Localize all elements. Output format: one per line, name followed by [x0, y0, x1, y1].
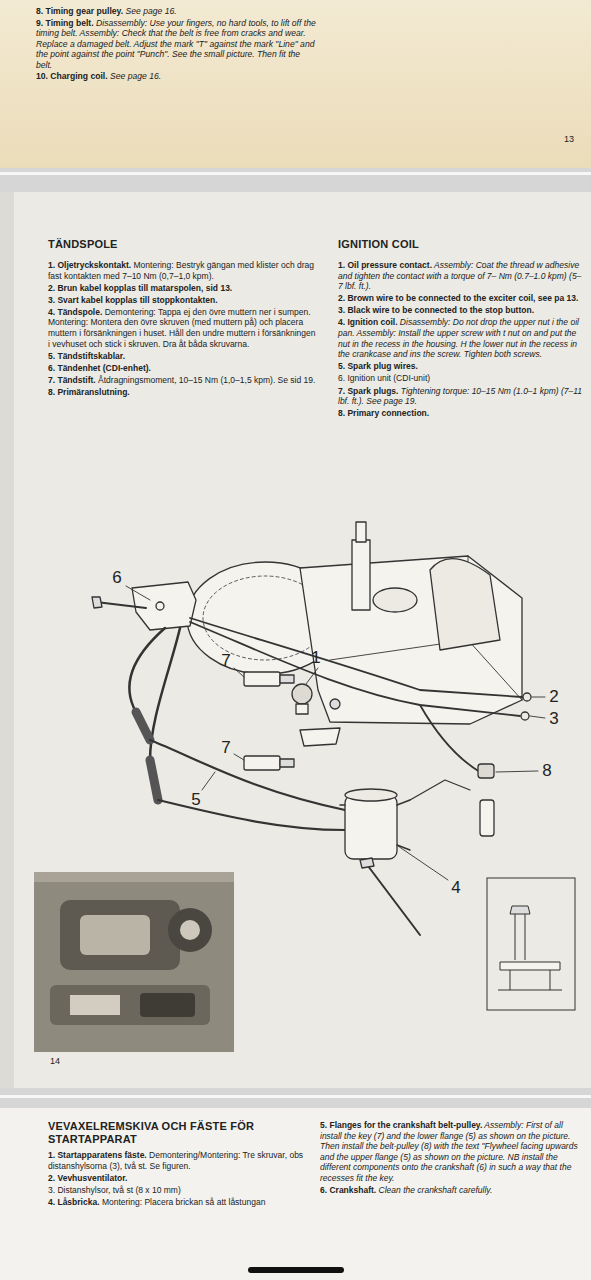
- text-column: 8. Timing gear pulley. See page 16. 9. Ti…: [36, 6, 318, 83]
- manual-item: 3. Svart kabel kopplas till stoppkontakt…: [48, 295, 316, 306]
- section-heading: VEVAXELREMSKIVA OCH FÄSTE FÖR STARTAPPAR…: [48, 1120, 310, 1146]
- section-heading: IGNITION COIL: [338, 238, 586, 251]
- manual-item: 5. Spark plug wires.: [338, 361, 586, 372]
- text-column: IGNITION COIL: [338, 238, 586, 253]
- text-column: 5. Flanges for the crankshaft belt-pulle…: [320, 1120, 584, 1197]
- manual-item: 4. Ignition coil. Disassembly: Do not dr…: [338, 317, 586, 359]
- manual-item: 7. Tändstift. Åtdragningsmoment, 10–15 N…: [48, 375, 316, 386]
- page-gap: [0, 168, 591, 192]
- manual-item: 3. Black wire to be connected to the sto…: [338, 305, 586, 316]
- inset-detail: [487, 878, 575, 1010]
- manual-item: 6. Crankshaft. Clean the crankshaft care…: [320, 1185, 584, 1196]
- callout-number: 3: [549, 710, 558, 728]
- text-column: 1. Oil pressure contact. Assembly: Coat …: [338, 260, 586, 420]
- callout-number: 4: [451, 879, 460, 897]
- manual-item: 8. Primary connection.: [338, 408, 586, 419]
- callout-number: 7: [221, 739, 230, 757]
- text-column: 1. Oljetryckskontakt. Montering: Bestryk…: [48, 260, 316, 399]
- callout-number: 8: [542, 762, 551, 780]
- text-column: 1. Startapparatens fäste. Demontering/Mo…: [48, 1150, 310, 1209]
- manual-item: 5. Flanges for the crankshaft belt-pulle…: [320, 1120, 584, 1184]
- page-number: 13: [564, 134, 574, 144]
- manual-item: 7. Spark plugs. Tightening torque: 10–15…: [338, 386, 586, 407]
- text-column: TÄNDSPOLE: [48, 238, 316, 253]
- manual-item: 2. Vevhusventilator.: [48, 1173, 310, 1184]
- manual-item: 8. Primäranslutning.: [48, 387, 316, 398]
- manual-item: 4. Tändspole. Demontering: Tappa ej den …: [48, 307, 316, 349]
- page-edge: [0, 1095, 591, 1098]
- callout-number: 1: [311, 649, 320, 667]
- manual-item: 2. Brun kabel kopplas till matarspolen, …: [48, 283, 316, 294]
- callout-number: 6: [112, 569, 121, 587]
- callout-number: 7: [221, 652, 230, 670]
- page-ground: [0, 0, 591, 168]
- page-number: 14: [50, 1056, 60, 1066]
- page-gap: [0, 1088, 591, 1108]
- manual-item: 6. Tändenhet (CDI-enhet).: [48, 363, 316, 374]
- section-heading: TÄNDSPOLE: [48, 238, 316, 251]
- manual-item: 5. Tändstiftskablar.: [48, 351, 316, 362]
- text-column: VEVAXELREMSKIVA OCH FÄSTE FÖR STARTAPPAR…: [48, 1120, 310, 1148]
- callout-number: 5: [191, 791, 200, 809]
- page-edge: [0, 172, 591, 175]
- manual-item: 9. Timing belt. Disassembly: Use your fi…: [36, 18, 318, 70]
- manual-item: 10. Charging coil. See page 16.: [36, 71, 318, 81]
- manual-item: 8. Timing gear pulley. See page 16.: [36, 6, 318, 16]
- page-shadow: [0, 192, 14, 1088]
- manual-item: 6. Ignition unit (CDI-unit): [338, 373, 586, 384]
- page-ground: [0, 192, 591, 1088]
- screen-bar: [248, 1267, 344, 1273]
- manual-item: 1. Oljetryckskontakt. Montering: Bestryk…: [48, 260, 316, 281]
- manual-item: 1. Startapparatens fäste. Demontering/Mo…: [48, 1150, 310, 1171]
- page-ground: [0, 1108, 591, 1280]
- manual-item: 3. Distanshylsor, två st (8 x 10 mm): [48, 1185, 310, 1196]
- carburettor-photo: [34, 872, 234, 1052]
- manual-item: 1. Oil pressure contact. Assembly: Coat …: [338, 260, 586, 292]
- manual-item: 2. Brown wire to be connected to the exc…: [338, 293, 586, 304]
- callout-number: 2: [549, 688, 558, 706]
- manual-item: 4. Låsbricka. Montering: Placera brickan…: [48, 1197, 310, 1208]
